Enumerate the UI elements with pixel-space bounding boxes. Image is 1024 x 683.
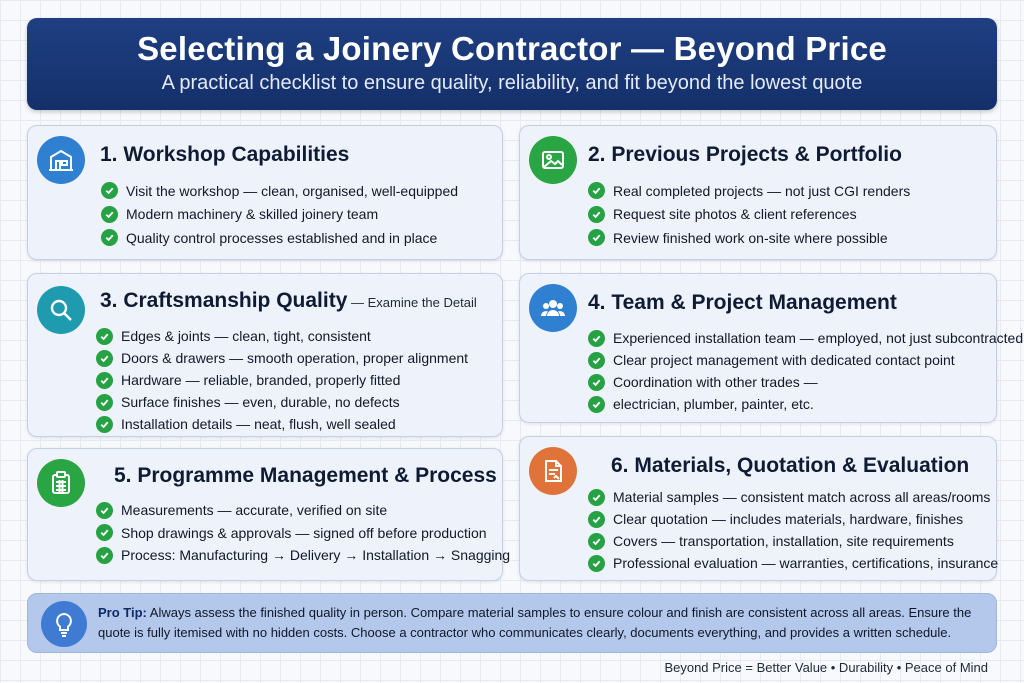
list-item: Clear project management with dedicated … [588, 349, 1023, 371]
photo-icon [529, 136, 577, 184]
list-item: Coordination with other trades — [588, 371, 1023, 393]
check-icon [96, 371, 113, 389]
list-item: Edges & joints — clean, tight, consisten… [96, 325, 468, 347]
card-subtitle: — Examine the Detail [347, 295, 477, 310]
check-icon [588, 229, 605, 247]
list-item: Shop drawings & approvals — signed off b… [96, 522, 510, 545]
check-icon [588, 510, 605, 528]
card-previous-projects: 2. Previous Projects & Portfolio Real co… [519, 125, 997, 260]
list-item: Clear quotation — includes materials, ha… [588, 508, 998, 530]
checklist: Edges & joints — clean, tight, consisten… [96, 325, 468, 435]
card-workshop-capabilities: 1. Workshop Capabilities Visit the works… [27, 125, 503, 260]
list-item: Material samples — consistent match acro… [588, 486, 998, 508]
card-title: 6. Materials, Quotation & Evaluation [611, 454, 970, 477]
check-icon [588, 373, 605, 391]
list-item: Covers — transportation, installation, s… [588, 530, 998, 552]
check-icon [96, 327, 113, 345]
check-icon [588, 488, 605, 506]
pro-tip-label: Pro Tip: [98, 605, 147, 620]
checklist: Visit the workshop — clean, organised, w… [101, 179, 458, 250]
check-icon [96, 524, 113, 542]
card-title: 4. Team & Project Management [588, 291, 897, 314]
checklist: Measurements — accurate, verified on sit… [96, 499, 510, 567]
list-item: Quality control processes established an… [101, 226, 458, 250]
list-item: Review finished work on-site where possi… [588, 226, 910, 250]
card-title: 1. Workshop Capabilities [100, 143, 350, 166]
list-item: Process: Manufacturing → Delivery → Inst… [96, 544, 510, 567]
magnifier-icon [37, 286, 85, 334]
list-item: Installation details — neat, flush, well… [96, 413, 468, 435]
checklist: Material samples — consistent match acro… [588, 486, 998, 574]
list-item: Real completed projects — not just CGI r… [588, 179, 910, 203]
pro-tip-banner: Pro Tip: Always assess the finished qual… [27, 593, 997, 653]
card-craftsmanship-quality: 3. Craftsmanship Quality — Examine the D… [27, 273, 503, 437]
check-icon [588, 532, 605, 550]
check-icon [101, 205, 118, 223]
list-item: Visit the workshop — clean, organised, w… [101, 179, 458, 203]
list-item: Doors & drawers — smooth operation, prop… [96, 347, 468, 369]
check-icon [101, 229, 118, 247]
check-icon [588, 351, 605, 369]
card-title: 2. Previous Projects & Portfolio [588, 143, 902, 166]
check-icon [588, 329, 605, 347]
clipboard-calendar-icon [37, 459, 85, 507]
check-icon [101, 182, 118, 200]
list-item: Hardware — reliable, branded, properly f… [96, 369, 468, 391]
list-item: electrician, plumber, painter, etc. [588, 393, 1023, 415]
check-icon [96, 415, 113, 433]
card-title: 5. Programme Management & Process [114, 464, 497, 487]
list-item: Professional evaluation — warranties, ce… [588, 552, 998, 574]
check-icon [96, 349, 113, 367]
card-team-project-management: 4. Team & Project Management Experienced… [519, 273, 1023, 423]
list-item: Surface finishes — even, durable, no def… [96, 391, 468, 413]
list-item: Experienced installation team — employed… [588, 327, 1023, 349]
document-icon [529, 447, 577, 495]
header-banner: Selecting a Joinery Contractor — Beyond … [27, 18, 997, 110]
card-programme-management: 5. Programme Management & Process Measur… [27, 448, 510, 581]
card-materials-quotation: 6. Materials, Quotation & Evaluation Mat… [519, 436, 998, 581]
team-icon [529, 284, 577, 332]
check-icon [96, 501, 113, 519]
card-title: 3. Craftsmanship Quality — Examine the D… [100, 289, 477, 312]
pro-tip-text: Pro Tip: Always assess the finished qual… [98, 605, 972, 640]
check-icon [588, 395, 605, 413]
workshop-icon [37, 136, 85, 184]
lightbulb-icon [41, 601, 87, 647]
list-item: Measurements — accurate, verified on sit… [96, 499, 510, 522]
checklist: Real completed projects — not just CGI r… [588, 179, 910, 250]
check-icon [588, 205, 605, 223]
list-item: Modern machinery & skilled joinery team [101, 203, 458, 227]
check-icon [588, 182, 605, 200]
check-icon [96, 546, 113, 564]
page-subtitle: A practical checklist to ensure quality,… [161, 72, 863, 94]
footer-tagline: Beyond Price = Better Value • Durability… [664, 660, 988, 675]
page-title: Selecting a Joinery Contractor — Beyond … [137, 30, 887, 67]
check-icon [96, 393, 113, 411]
list-item: Request site photos & client references [588, 203, 910, 227]
checklist: Experienced installation team — employed… [588, 327, 1023, 415]
check-icon [588, 554, 605, 572]
